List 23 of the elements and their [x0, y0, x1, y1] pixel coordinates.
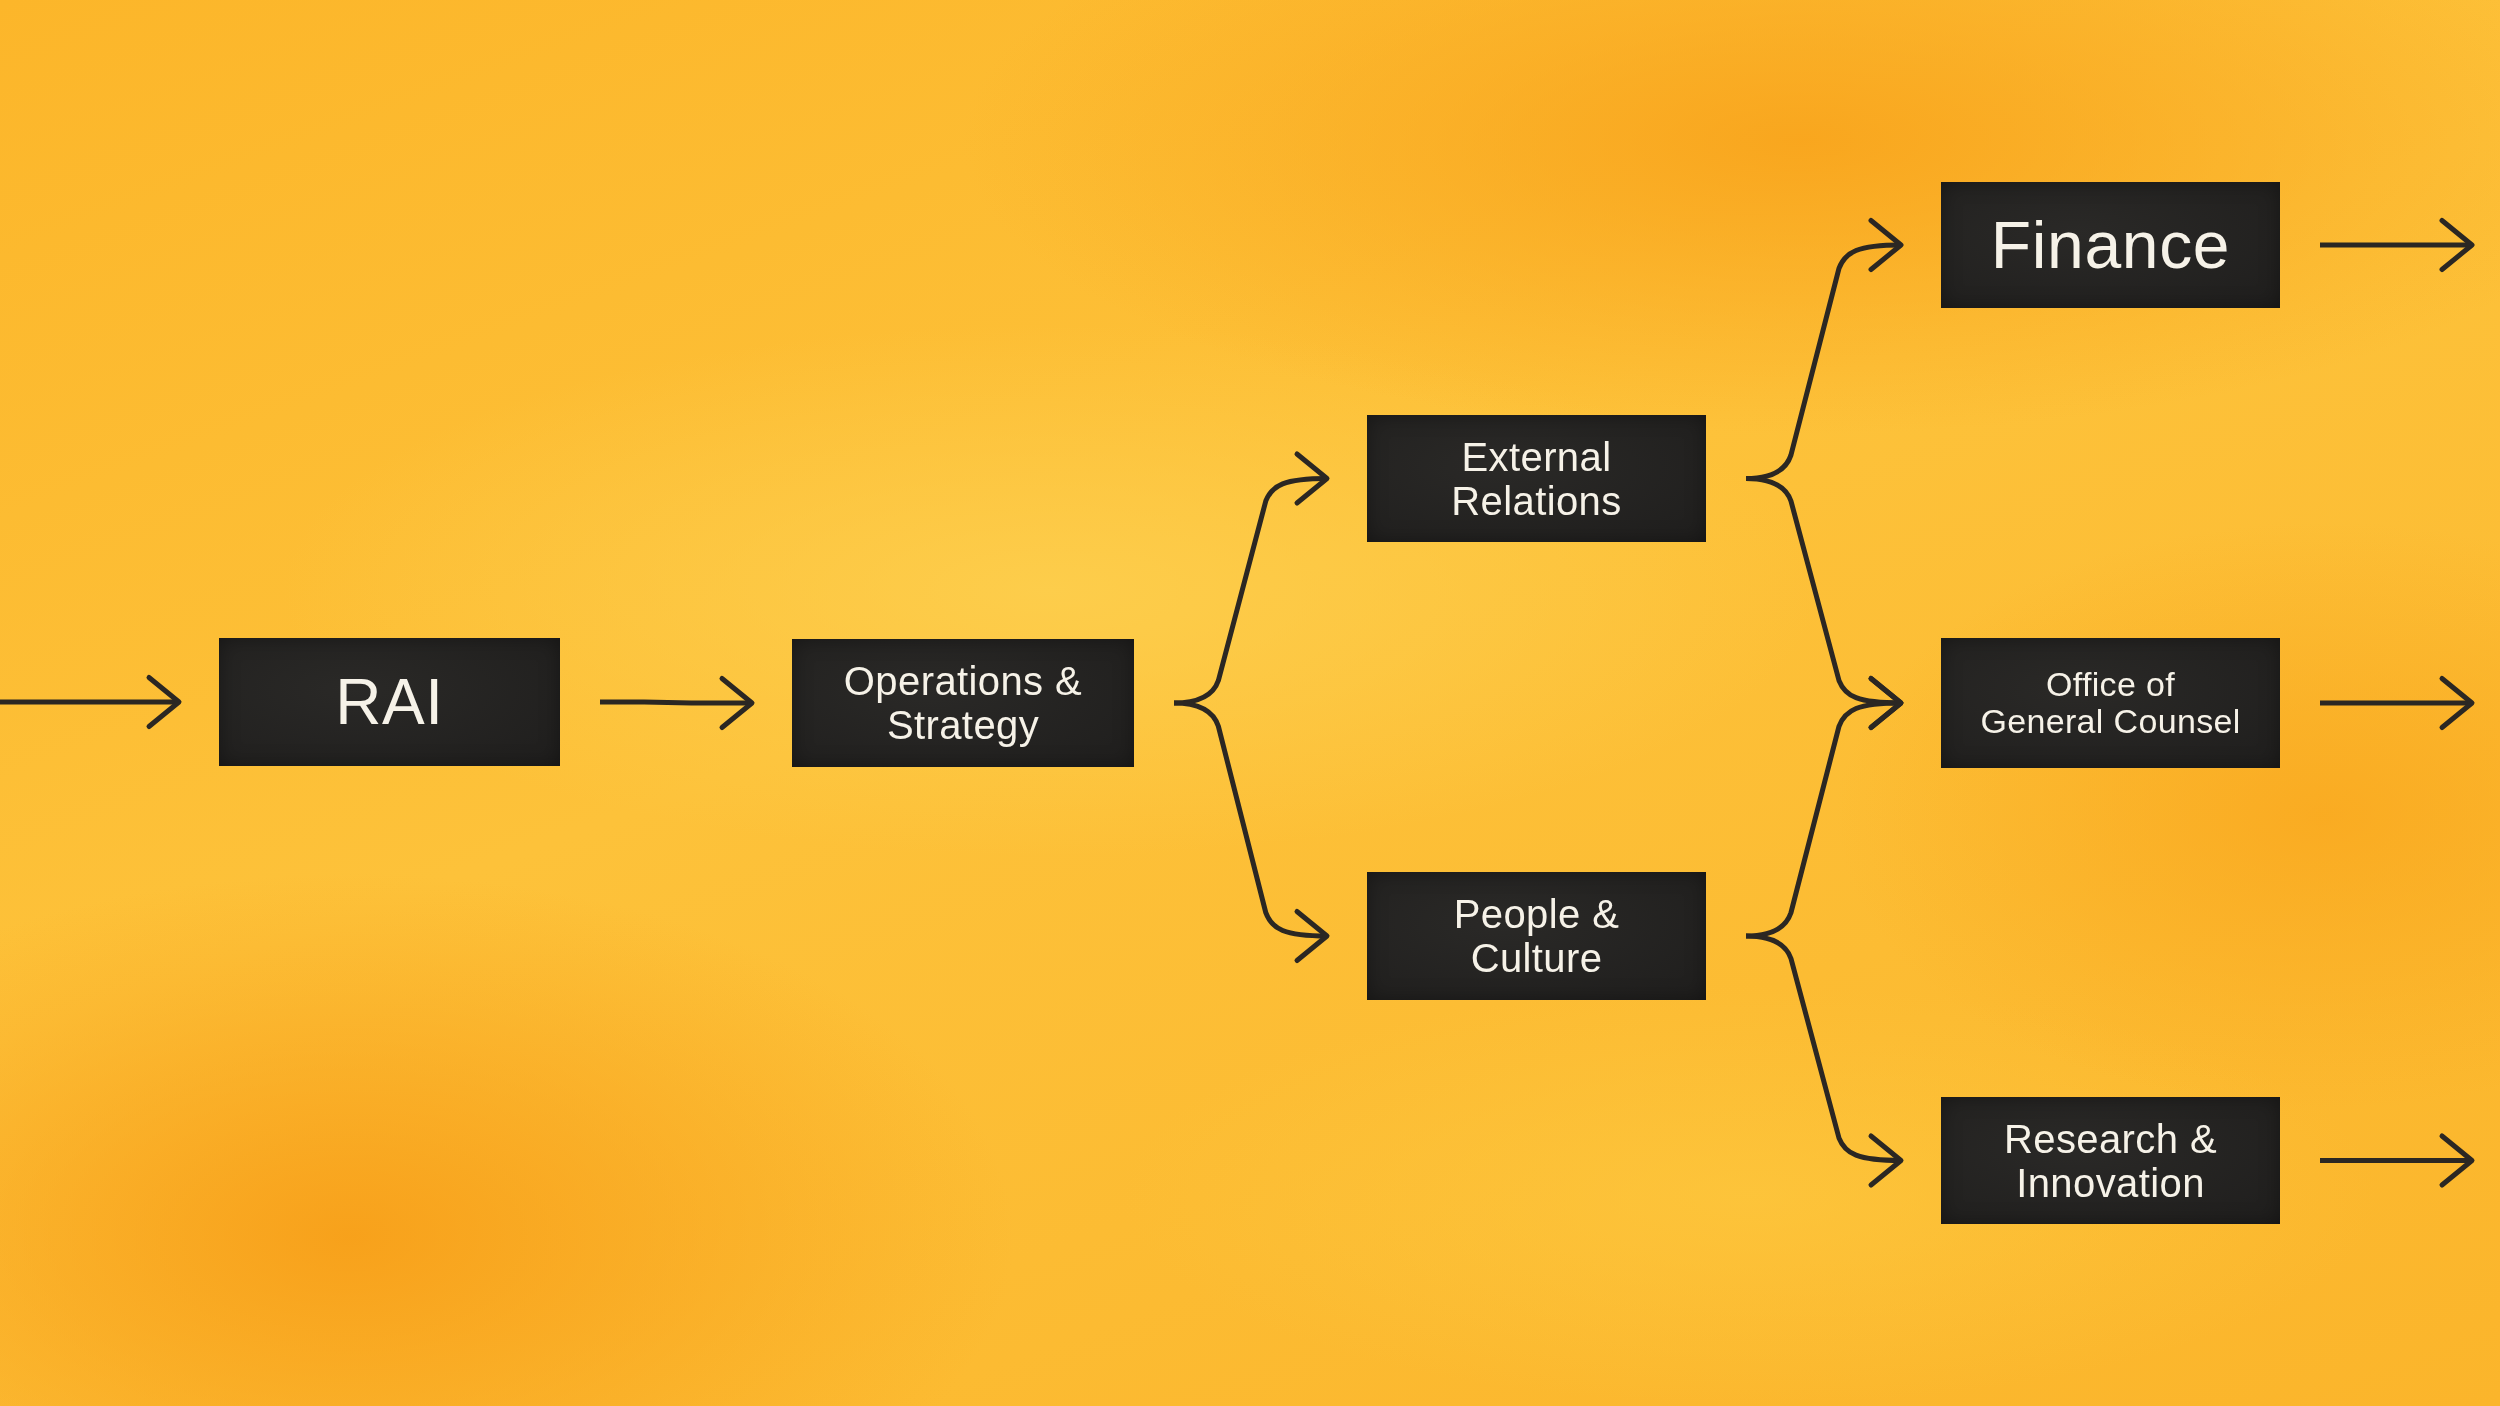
process-box [1941, 182, 2280, 308]
arrow [600, 676, 755, 730]
arrow [1173, 451, 1330, 706]
box-label: Research & Innovation [2003, 1116, 2218, 1205]
process-box [792, 639, 1134, 767]
arrow [1745, 933, 1904, 1188]
process-box [1941, 638, 2280, 768]
process-box [1367, 872, 1706, 1000]
box-label: RAI [335, 666, 444, 738]
arrow [2320, 218, 2475, 272]
box-label: People & Culture [1452, 892, 1621, 980]
box-label: Operations & Strategy [842, 659, 1084, 747]
arrow [0, 675, 182, 729]
arrow [1173, 700, 1330, 963]
box-label: External Relations [1450, 434, 1623, 523]
arrow [2320, 676, 2475, 730]
box-label: Finance [1990, 208, 2231, 282]
box-label: Office of General Counsel [1979, 665, 2242, 741]
process-box [1367, 415, 1706, 542]
arrow [2320, 1133, 2475, 1188]
process-box [219, 638, 560, 766]
process-box [1941, 1097, 2280, 1224]
arrow [1745, 676, 1904, 939]
